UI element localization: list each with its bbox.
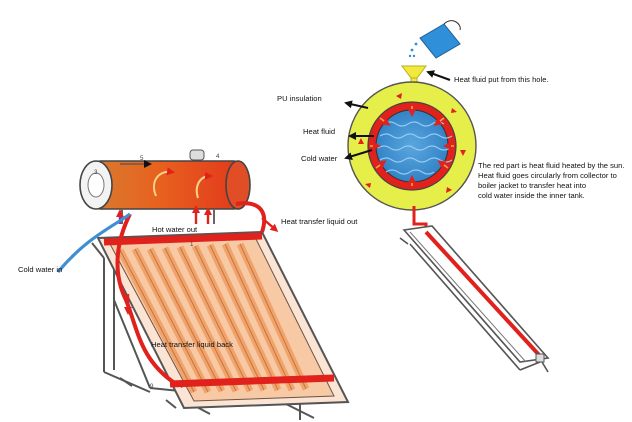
outlet-pipe [235,201,267,233]
cold-water-pointer-arrow-icon [344,149,373,161]
callout-4: 4 [216,153,220,160]
cold-water-in-pipe [56,212,131,274]
pu-pointer-arrow-icon [344,100,369,109]
label-hot-water-out: Hot water out [152,225,198,234]
hole-pointer-arrow-icon [426,70,451,81]
return-pipe [115,213,178,386]
description-line-2: Heat fluid goes circularly from collecto… [478,171,617,180]
description-line-3: boiler jacket to transfer heat into [478,181,586,190]
label-heat-fluid: Heat fluid [303,127,335,136]
label-heat-transfer-liquid-out: Heat transfer liquid out [281,217,358,226]
description-line-1: The red part is heat fluid heated by the… [478,161,624,170]
callout-9: 9 [150,383,154,390]
callout-1: 1 [190,241,194,248]
collector-top-header [103,232,263,246]
label-heat-fluid-put: Heat fluid put from this hole. [454,75,549,84]
description-text: The red part is heat fluid heated by the… [478,161,627,200]
heat-flow-arrows [370,106,454,186]
water-waves [377,121,453,175]
solar-heater-assembly: 3 5 4 1 9 Hot water out Heat transfer li… [18,149,358,420]
callout-5: 5 [140,155,144,162]
ring-circulation-arrows [358,93,466,193]
label-heat-transfer-liquid-back: Heat transfer liquid back [151,340,233,349]
collector-bottom-header [169,374,335,388]
cross-section-assembly: Heat fluid put from this hole. [277,20,627,373]
callout-3: 3 [94,169,98,176]
description-line-4: cold water inside the inner tank. [478,191,585,200]
label-cold-water-in: Cold water in [18,265,62,274]
label-pu-insulation: PU insulation [277,94,322,103]
solar-collector-panel [96,230,350,410]
outlet-arrow-icon [261,217,279,232]
water-tank [79,149,251,210]
bucket-icon [408,20,461,59]
side-collector [399,225,550,373]
label-cold-water: Cold water [301,154,338,163]
